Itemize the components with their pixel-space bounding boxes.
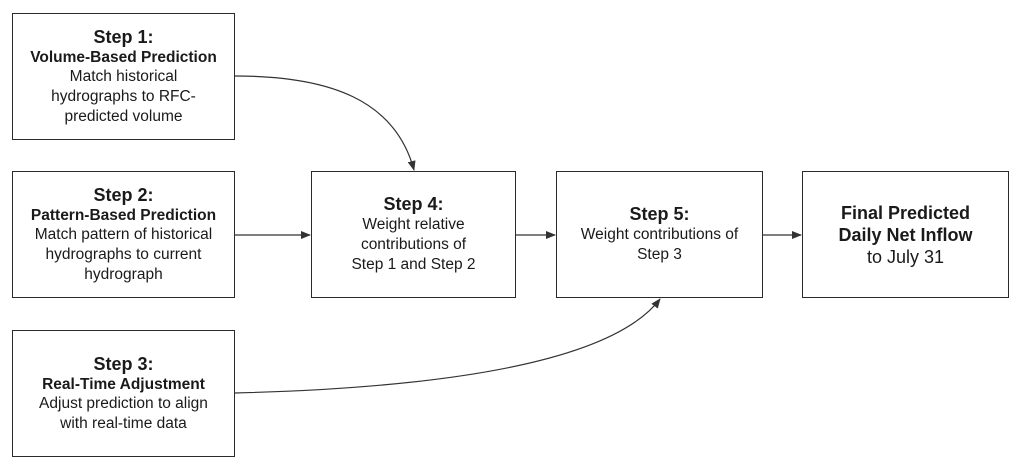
step3-box: Step 3: Real-Time Adjustment Adjust pred…	[12, 330, 235, 457]
step1-desc-line2: hydrographs to RFC-	[51, 87, 196, 105]
arrow-step3-to-step5	[234, 298, 661, 394]
step1-desc-line1: Match historical	[69, 67, 178, 85]
step1-box: Step 1: Volume-Based Prediction Match hi…	[12, 13, 235, 140]
step3-desc-line1: Adjust prediction to align	[39, 394, 208, 412]
step4-desc-line2: contributions of	[360, 236, 467, 253]
arrow-step1-to-step4	[234, 75, 416, 171]
step2-desc-line2: hydrographs to current	[45, 245, 202, 263]
final-title-line1: Final Predicted	[840, 202, 971, 223]
step3-desc-line2: with real-time data	[60, 414, 187, 432]
step4-desc-line1: Weight relative	[362, 216, 465, 233]
step5-desc-line2: Step 3	[637, 246, 682, 263]
step1-title: Step 1:	[93, 26, 154, 47]
final-desc: to July 31	[866, 246, 945, 267]
step3-subtitle: Real-Time Adjustment	[42, 375, 205, 393]
step1-subtitle: Volume-Based Prediction	[30, 48, 217, 66]
step3-title: Step 3:	[93, 353, 154, 374]
final-title-line2: Daily Net Inflow	[838, 224, 973, 245]
final-box: Final Predicted Daily Net Inflow to July…	[802, 171, 1009, 298]
step1-desc-line3: predicted volume	[64, 107, 183, 125]
step2-desc-line3: hydrograph	[84, 265, 163, 283]
step4-box: Step 4: Weight relative contributions of…	[311, 171, 516, 298]
step5-desc-line1: Weight contributions of	[580, 226, 739, 243]
step5-title: Step 5:	[629, 204, 690, 224]
step4-desc-line3: Step 1 and Step 2	[351, 256, 476, 273]
step2-box: Step 2: Pattern-Based Prediction Match p…	[12, 171, 235, 298]
step2-desc-line1: Match pattern of historical	[34, 225, 213, 243]
step4-title: Step 4:	[383, 194, 444, 214]
step5-box: Step 5: Weight contributions of Step 3	[556, 171, 763, 298]
step2-subtitle: Pattern-Based Prediction	[30, 206, 217, 224]
step2-title: Step 2:	[93, 184, 154, 205]
